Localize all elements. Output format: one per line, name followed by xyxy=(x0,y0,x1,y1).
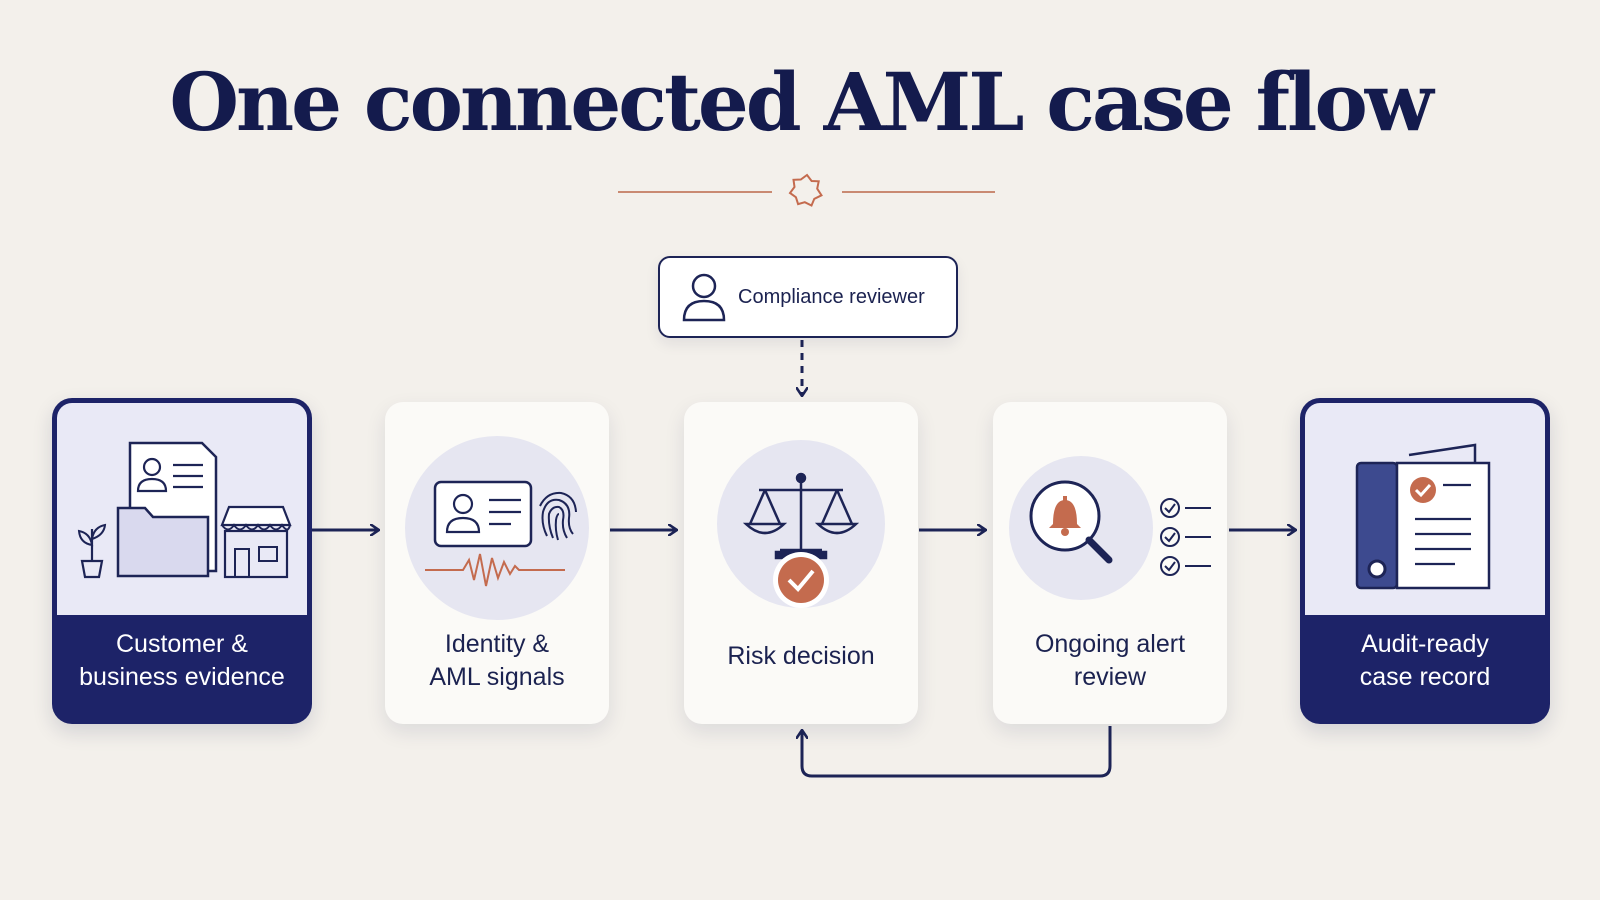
step-label: Customer &business evidence xyxy=(79,630,285,691)
plant-icon xyxy=(77,523,107,579)
compliance-reviewer-box: Compliance reviewer xyxy=(658,256,958,338)
feedback-loop-arrow xyxy=(802,726,1112,778)
person-icon xyxy=(682,273,726,322)
reviewer-label: Compliance reviewer xyxy=(738,285,925,308)
page-title: One connected AML case flow xyxy=(169,55,1433,149)
binder-document-icon xyxy=(1355,443,1491,590)
step-identity-signals: Identity &AML signals xyxy=(385,402,609,724)
fingerprint-icon xyxy=(539,491,577,541)
step-illustration-panel xyxy=(57,403,307,615)
step-illustration-panel xyxy=(1305,403,1545,615)
signal-wave-icon xyxy=(425,553,565,587)
id-card-icon xyxy=(433,480,533,548)
folder-icon xyxy=(116,506,210,578)
magnifier-bell-icon xyxy=(1029,480,1113,564)
step-risk-decision: Risk decision xyxy=(684,402,918,724)
check-badge-icon xyxy=(773,552,829,608)
storefront-icon xyxy=(220,505,292,579)
checklist-icon xyxy=(1160,498,1211,576)
step-customer-evidence: Customer &business evidence xyxy=(52,398,312,724)
step-label: Identity &AML signals xyxy=(429,630,565,691)
step-label: Risk decision xyxy=(727,642,875,670)
star-ornament xyxy=(618,173,995,207)
